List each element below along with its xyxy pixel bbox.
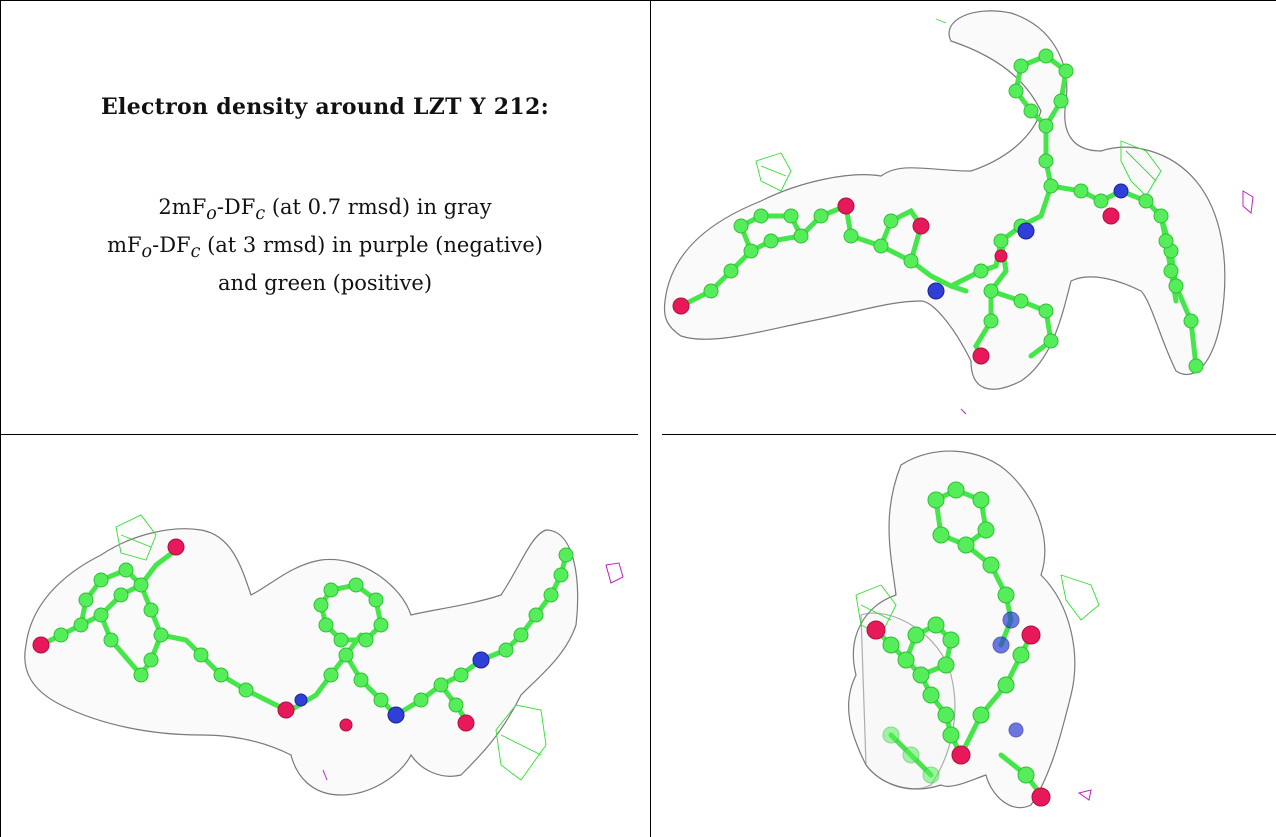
purple-difference-density	[960, 190, 1254, 415]
caption-subscript: c	[190, 242, 201, 263]
caption-title: Electron density around LZT Y 212:	[100, 94, 550, 120]
density-image-top-right	[663, 10, 1254, 415]
ball-and-stick-model	[672, 48, 1204, 374]
caption-text: -DF	[216, 195, 256, 219]
density-view-top-right	[651, 1, 1276, 434]
caption-text: (at 0.7 rmsd) in gray	[265, 195, 492, 219]
density-mesh	[663, 10, 1226, 390]
table-border-left	[0, 0, 1, 837]
density-mesh	[24, 528, 579, 796]
table-divider-horizontal-right	[662, 434, 1276, 435]
caption-line-2fofc: 2mFo-DFc (at 0.7 rmsd) in gray	[14, 192, 636, 230]
density-image-bottom-right	[848, 450, 1100, 809]
caption-subscript: c	[255, 204, 266, 225]
density-view-bottom-left	[1, 435, 650, 837]
caption-cell: Electron density around LZT Y 212: 2mFo-…	[14, 12, 636, 432]
table-divider-vertical	[650, 0, 651, 837]
green-difference-density	[855, 574, 1100, 636]
table-border-top	[0, 0, 1276, 1]
caption-legend: 2mFo-DFc (at 0.7 rmsd) in gray mFo-DFc (…	[14, 192, 636, 299]
density-view-bottom-right	[651, 435, 1276, 837]
ball-and-stick-model	[32, 538, 574, 732]
density-image-bottom-left	[24, 514, 624, 796]
green-difference-density	[115, 514, 547, 781]
purple-difference-density	[1077, 789, 1092, 801]
caption-subscript: o	[206, 204, 217, 225]
caption-line-fofc: mFo-DFc (at 3 rmsd) in purple (negative)	[14, 230, 636, 268]
ball-and-stick-model	[866, 481, 1051, 807]
purple-difference-density	[322, 562, 624, 781]
table-divider-horizontal-left	[0, 434, 638, 435]
caption-text: (at 3 rmsd) in purple (negative)	[200, 233, 543, 258]
density-mesh	[848, 450, 1076, 809]
caption-subscript: o	[141, 242, 153, 263]
caption-line-colors: and green (positive)	[217, 271, 433, 296]
caption-text: -DF	[152, 233, 191, 258]
caption-text: mF	[107, 233, 142, 258]
caption-text: 2mF	[158, 195, 207, 219]
